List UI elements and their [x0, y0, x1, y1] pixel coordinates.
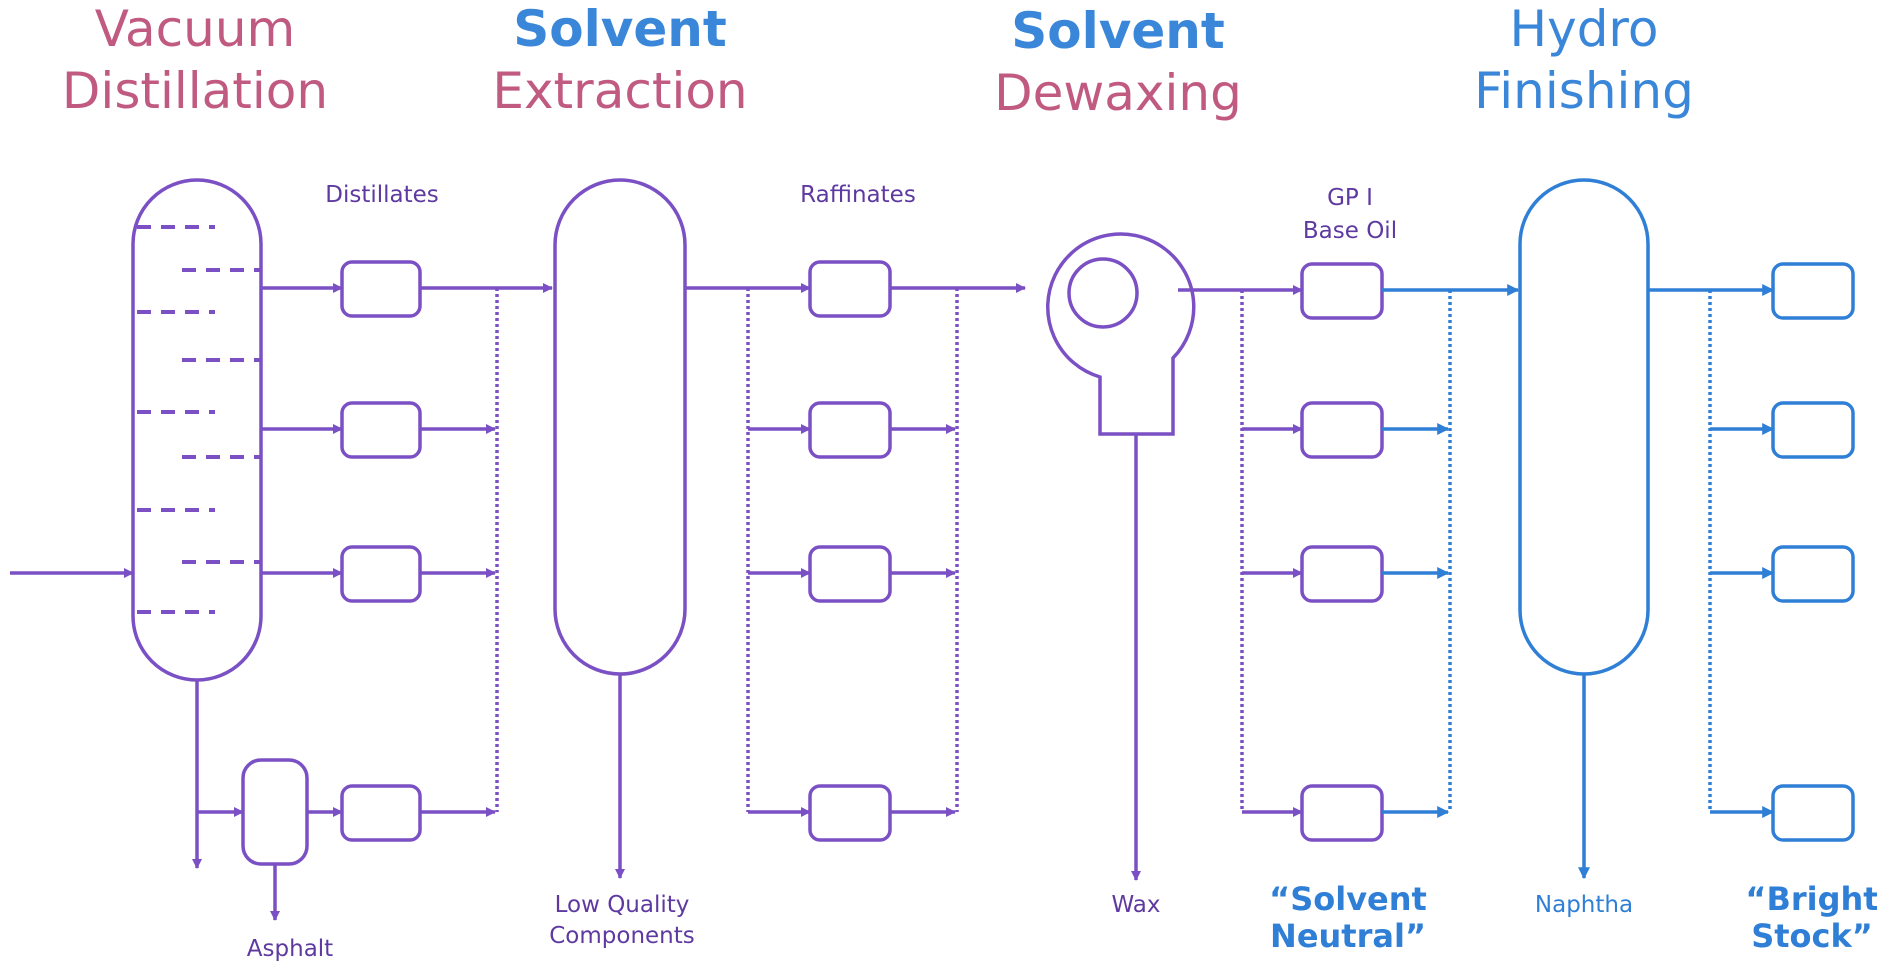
stage-title-hydro-finishing: Hydro Finishing: [1474, 0, 1694, 120]
vacuum-distillation-column: [131, 178, 263, 682]
raffinate-tank-4: [808, 784, 892, 842]
stage-title-line2: Finishing: [1474, 62, 1694, 120]
hydrofinishing-reactor: [1518, 178, 1650, 676]
stage-title-solvent-extraction: Solvent Extraction: [492, 0, 747, 120]
base-oil-tank-1: [1300, 262, 1384, 320]
raffinate-tank-1: [808, 260, 892, 318]
bright-stock-label-line2: Stock”: [1751, 917, 1873, 955]
base-oil-tank-2: [1300, 401, 1384, 459]
gp1-label-line2: Base Oil: [1303, 218, 1397, 244]
raffinates-label: Raffinates: [800, 182, 916, 208]
asphalt-label: Asphalt: [247, 936, 333, 962]
wax-label: Wax: [1112, 892, 1161, 918]
bright-stock-tank-2: [1771, 401, 1855, 459]
stage-title-line1: Solvent: [1011, 2, 1225, 60]
stage-title-line2: Distillation: [62, 62, 328, 120]
stage-title-line2: Extraction: [492, 62, 747, 120]
solvent-extraction-column: [553, 178, 687, 676]
bright-stock-tank-3: [1771, 545, 1855, 603]
deasphalting-unit: [241, 758, 309, 866]
distillate-tank-1: [340, 260, 422, 318]
base-oil-tank-4: [1300, 784, 1384, 842]
low-quality-label-line1: Low Quality: [555, 892, 690, 918]
low-quality-label-line2: Components: [549, 923, 695, 949]
bright-stock-tank-4: [1771, 784, 1855, 842]
bright-stock-tank-1: [1771, 262, 1855, 320]
column-trays: [137, 225, 260, 614]
stage-title-line1: Solvent: [513, 0, 727, 58]
dewaxing-drum: [1067, 257, 1139, 329]
stage-title-line2: Dewaxing: [994, 64, 1242, 122]
gp1-label-line1: GP I: [1327, 185, 1373, 211]
distillate-tank-3: [340, 545, 422, 603]
stage-title-line1: Vacuum: [95, 0, 296, 58]
solvent-neutral-label-line2: Neutral”: [1270, 917, 1426, 955]
distillate-tank-2: [340, 401, 422, 459]
raffinate-tank-3: [808, 545, 892, 603]
distillates-label: Distillates: [325, 182, 439, 208]
stage-title-vacuum-distillation: Vacuum Distillation: [62, 0, 328, 120]
bright-stock-label-line1: “Bright: [1745, 880, 1877, 918]
naphtha-label: Naphtha: [1535, 892, 1633, 918]
solvent-neutral-label-line1: “Solvent: [1269, 880, 1427, 918]
distillate-tank-4: [340, 784, 422, 842]
raffinate-tank-2: [808, 401, 892, 459]
stage-title-solvent-dewaxing: Solvent Dewaxing: [994, 2, 1242, 122]
stage-title-line1: Hydro: [1510, 0, 1659, 58]
base-oil-tank-3: [1300, 545, 1384, 603]
